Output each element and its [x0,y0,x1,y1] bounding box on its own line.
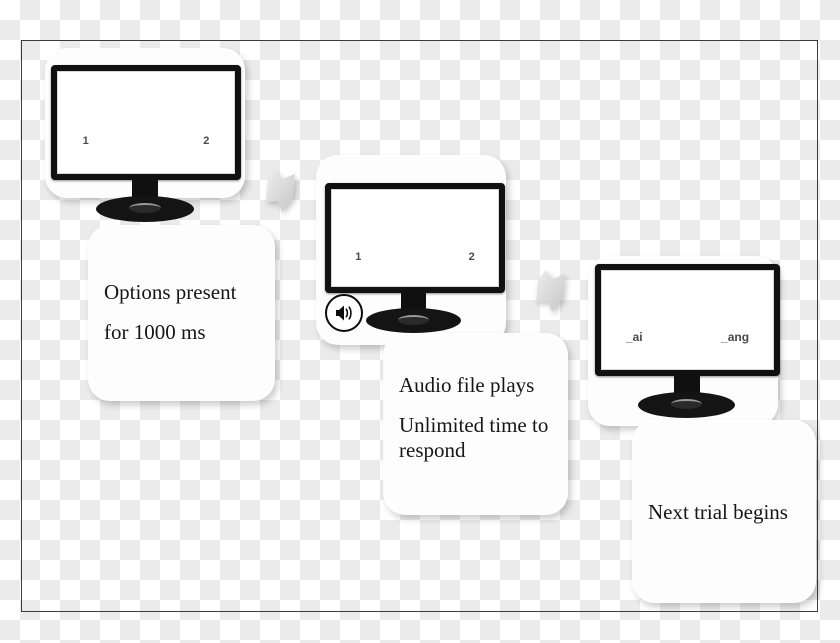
step-2-monitor: 1 2 [325,183,505,333]
step-1-caption-line-1: Options present [104,280,237,304]
step-1-caption: Options present for 1000 ms [88,280,275,345]
step-2-monitor-base-cap [398,315,429,325]
step-3-option-left: _ai [625,330,643,344]
step-2-screen-surface: 1 2 [331,189,499,287]
step-1-monitor: 1 2 [51,65,241,222]
step-2-caption-line-1: Audio file plays [399,373,535,397]
step-2-option-right: 2 [468,251,475,263]
step-1-option-left: 1 [82,135,89,147]
step-3-option-right: _ang [721,330,750,344]
arrow-step2-to-step3 [532,268,570,314]
step-2-caption: Audio file plays Unlimited time to respo… [383,373,568,464]
step-2-screen: 1 2 [325,183,505,293]
step-1-caption-line-2: for 1000 ms [104,319,206,344]
speaker-icon [325,294,363,332]
arrow-step1-to-step2 [262,168,300,214]
step-3-monitor: _ai _ang [595,264,780,418]
step-3-screen: _ai _ang [595,264,780,376]
step-1-caption-card: Options present for 1000 ms [88,225,275,401]
step-2-option-left: 1 [355,251,362,263]
step-1-screen-surface: 1 2 [57,71,235,174]
step-3-screen-surface: _ai _ang [601,270,774,370]
step-2-caption-line-2: Unlimited time to respond [399,412,549,463]
step-1-screen: 1 2 [51,65,241,180]
step-2-caption-card: Audio file plays Unlimited time to respo… [383,333,568,515]
step-3-caption: Next trial begins [632,500,816,526]
step-3-monitor-base-cap [671,399,702,409]
step-3-caption-line-1: Next trial begins [648,500,788,524]
step-3-caption-card: Next trial begins [632,420,816,603]
step-1-monitor-base-cap [129,203,161,213]
step-1-option-right: 2 [203,135,210,147]
